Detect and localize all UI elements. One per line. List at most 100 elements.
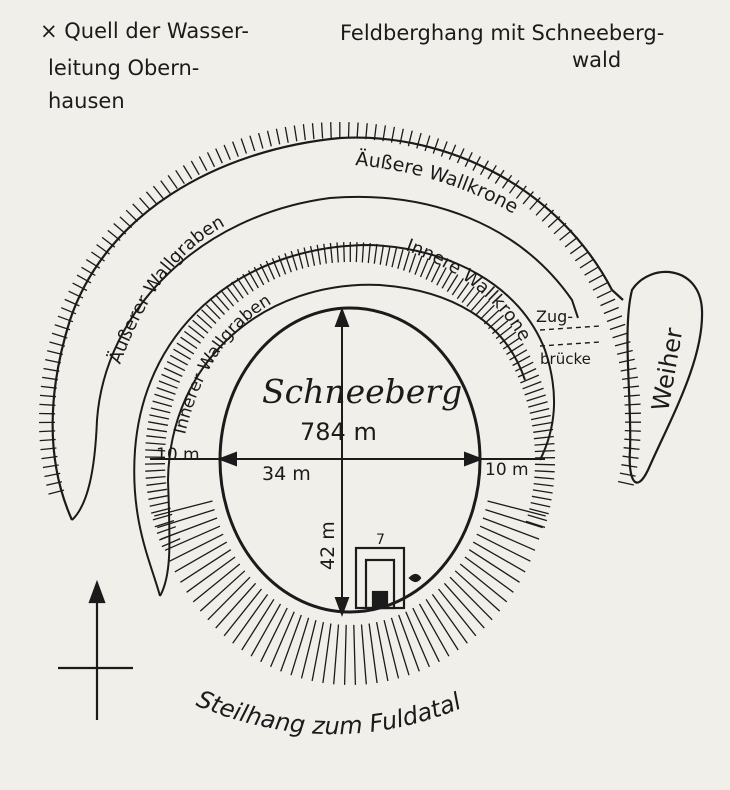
hachure-stroke — [407, 130, 413, 147]
hachure-stroke — [534, 449, 555, 453]
hachure-stroke — [44, 472, 61, 478]
hachure-stroke — [367, 243, 371, 264]
hachure-stroke — [192, 563, 241, 603]
hachure-stroke — [215, 148, 223, 164]
hachure-stroke — [623, 394, 640, 398]
hachure-stroke — [534, 463, 556, 466]
hachure-stroke — [154, 519, 175, 528]
hachure-stroke — [198, 156, 208, 172]
hachure-stroke — [383, 620, 400, 679]
inner-crest-label: Innere Wallkrone — [403, 235, 535, 345]
hachure-stroke — [51, 332, 68, 339]
hachure-stroke — [101, 236, 116, 248]
hachure-stroke — [293, 125, 298, 142]
hachure-stroke — [529, 407, 550, 414]
hachure-stroke — [249, 135, 256, 152]
hachure-stroke — [323, 243, 327, 264]
hachure-stroke — [320, 122, 324, 139]
hachure-stroke — [356, 122, 359, 139]
hachure-stroke — [277, 255, 287, 275]
drawbridge-line-bottom — [539, 341, 601, 347]
hachure-stroke — [472, 541, 526, 573]
hachure-stroke — [232, 594, 269, 644]
hachure-stroke — [466, 290, 481, 307]
hachure-stroke — [205, 304, 221, 320]
hachure-stroke — [180, 549, 232, 583]
header-line-2: wald — [572, 48, 621, 72]
hachure-stroke — [414, 255, 423, 275]
hachure-stroke — [606, 315, 623, 323]
hachure-stroke — [517, 368, 537, 378]
hachure-stroke — [515, 185, 527, 199]
hachure-stroke — [485, 508, 543, 529]
hachure-stroke — [91, 251, 105, 262]
hachure-stroke — [146, 482, 167, 486]
hachure-stroke — [436, 267, 447, 286]
hachure-stroke — [501, 174, 513, 189]
hachure-stroke — [522, 380, 542, 390]
hachure-stroke — [188, 325, 205, 339]
hachure-stroke — [440, 141, 448, 157]
hachure-stroke — [533, 435, 554, 440]
hachure-stroke — [532, 489, 553, 494]
hachure-stroke — [265, 260, 276, 280]
tower-number: 7 — [376, 532, 385, 548]
map-header: Feldberghang mit Schneeberg- wald — [340, 21, 664, 72]
hachure-stroke — [329, 242, 333, 263]
hachure-stroke — [146, 435, 167, 439]
hachure-stroke — [390, 617, 410, 676]
hachure-stroke — [461, 286, 475, 303]
hachure-stroke — [156, 526, 177, 535]
hachure-stroke — [169, 354, 189, 366]
hachure-stroke — [290, 250, 298, 271]
hachure-stroke — [454, 570, 501, 612]
hachure-stroke — [398, 614, 420, 672]
hachure-stroke — [569, 243, 584, 255]
hachure-stroke — [574, 251, 589, 262]
outer-rampart-outline — [51, 136, 624, 521]
hachure-stroke — [487, 500, 546, 517]
hachure-stroke — [623, 385, 640, 389]
hachure-stroke — [163, 367, 183, 377]
hachure-stroke — [259, 263, 270, 283]
hachure-stroke — [311, 621, 325, 682]
hachure-stroke — [270, 611, 295, 668]
tower-side-mark — [408, 573, 422, 583]
hachure-stroke — [240, 138, 248, 154]
hachure-stroke — [173, 348, 192, 360]
hachure-stroke — [470, 295, 486, 312]
hachure-stroke — [425, 261, 435, 280]
hachure-stroke — [547, 216, 561, 228]
hachure-stroke — [41, 455, 58, 460]
hachure-stroke — [199, 570, 246, 612]
hachure-stroke — [190, 160, 200, 176]
hachure-stroke — [49, 341, 66, 347]
hachure-stroke — [236, 277, 249, 296]
dimension-lines — [150, 307, 545, 617]
hachure-stroke — [161, 373, 181, 383]
north-arrow — [58, 579, 133, 720]
hachure-stroke — [311, 123, 315, 140]
hachure-stroke — [96, 244, 110, 255]
hachure-stroke — [196, 314, 213, 329]
hachure-stroke — [247, 270, 259, 289]
hachure-stroke — [132, 203, 145, 216]
hachure-stroke — [464, 152, 473, 167]
hachure-stroke — [609, 323, 626, 331]
hachure-stroke — [154, 393, 174, 402]
hachure-stroke — [43, 367, 60, 372]
hachure-stroke — [322, 623, 332, 684]
hachure-stroke — [166, 361, 186, 372]
hachure-stroke — [391, 247, 398, 268]
spring-note-line-2: leitung Obern- — [48, 56, 199, 80]
hachure-stroke — [180, 336, 198, 350]
hachure-stroke — [333, 624, 340, 685]
hachure-stroke — [145, 475, 166, 479]
hachure-stroke — [488, 314, 504, 330]
outer-rampart-hachures — [38, 122, 642, 495]
inner-rampart-outer-edge — [133, 243, 555, 597]
hachure-stroke — [418, 603, 450, 657]
hachure-stroke — [119, 216, 133, 229]
hachure-stroke — [147, 428, 167, 433]
hachure-stroke — [535, 203, 548, 216]
